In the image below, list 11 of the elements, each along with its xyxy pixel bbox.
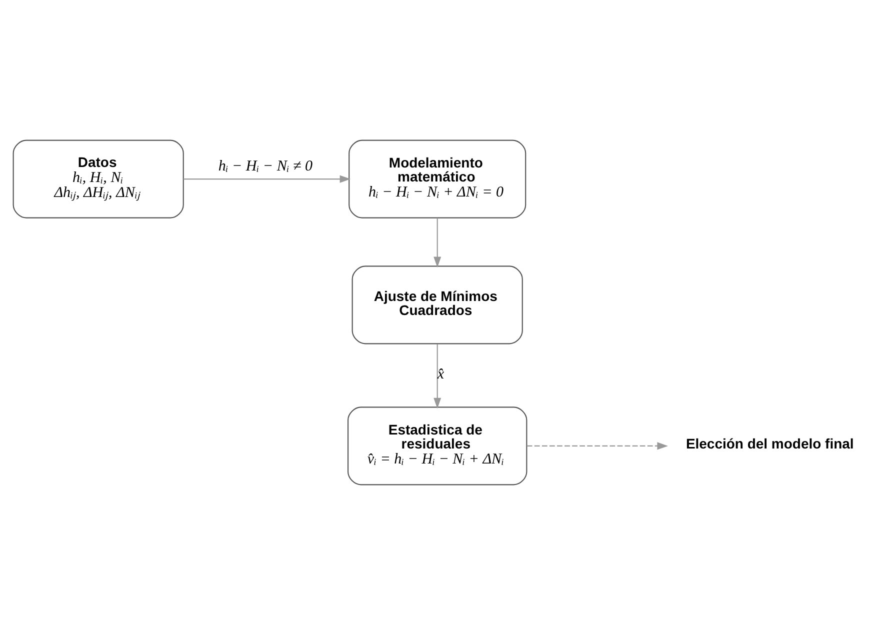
edge-label: x̂ (437, 366, 444, 382)
arrow (183, 174, 351, 182)
arrow (434, 343, 442, 408)
arrow (526, 442, 668, 450)
node-text: Elección del modelo final (686, 435, 854, 452)
node-box: Estadistica de residuales v̂ᵢ = hᵢ − Hᵢ − Nᵢ + ΔNᵢ (347, 406, 528, 485)
arrow (434, 217, 442, 268)
node-box: Modelamiento matemático hᵢ − Hᵢ − Nᵢ + ΔNᵢ = 0 (348, 139, 526, 218)
node-box: Datos hᵢ, Hᵢ, Nᵢ Δhᵢⱼ, ΔHᵢⱼ, ΔNᵢⱼ (12, 139, 184, 218)
edge-label: hᵢ − Hᵢ − Nᵢ ≠ 0 (218, 158, 313, 174)
node-box: Ajuste de Mínimos Cuadrados (352, 265, 523, 344)
